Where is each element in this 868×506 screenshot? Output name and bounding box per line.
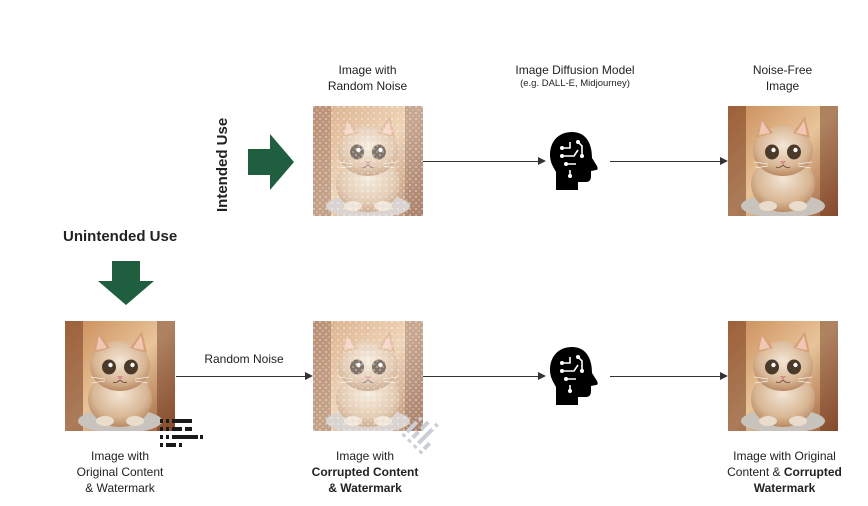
caption-output-image: Image with Original Content & Corrupted … <box>712 448 857 496</box>
clean-cat-image-top <box>728 106 838 216</box>
caption-line: & Watermark <box>85 481 155 495</box>
caption-corrupted-image: Image with Corrupted Content & Watermark <box>295 448 435 496</box>
arrow-line <box>610 376 720 377</box>
caption-line: Image Diffusion Model <box>515 63 635 77</box>
caption-line: Image with <box>335 449 395 463</box>
head-circuit-icon <box>550 347 598 405</box>
caption-diffusion-model: Image Diffusion Model (e.g. DALL-E, Midj… <box>490 62 660 90</box>
arrowhead <box>538 372 546 380</box>
caption-noise-free-image: Noise-Free Image <box>715 62 850 94</box>
clean-cat-image-bottom <box>728 321 838 431</box>
caption-noisy-image: Image with Random Noise <box>300 62 435 94</box>
arrowhead <box>720 372 728 380</box>
arrow-down-icon <box>98 261 154 305</box>
caption-line: Content & Corrupted <box>712 464 857 480</box>
arrow-line <box>423 376 540 377</box>
arrowhead <box>305 372 313 380</box>
arrow-right-icon <box>248 134 294 190</box>
arrowhead <box>720 157 728 165</box>
caption-line: Image <box>765 79 800 93</box>
arrowhead <box>538 157 546 165</box>
original-cat-image <box>65 321 175 431</box>
head-circuit-icon <box>550 132 598 190</box>
caption-line: Noise-Free <box>752 63 813 77</box>
random-noise-label: Random Noise <box>204 352 284 366</box>
arrow-line <box>610 161 720 162</box>
corrupted-cat-image <box>313 321 423 431</box>
caption-line: Corrupted Content <box>311 465 419 479</box>
caption-line: Original Content <box>76 465 164 479</box>
caption-line: Watermark <box>753 481 816 495</box>
arrow-line <box>176 376 306 377</box>
caption-original-image: Image with Original Content & Watermark <box>55 448 185 496</box>
caption-line: & Watermark <box>328 481 402 495</box>
caption-bold-text: Corrupted <box>783 465 842 479</box>
corrupted-watermark-icon <box>401 416 439 455</box>
caption-line: Image with <box>338 63 397 77</box>
intended-use-label: Intended Use <box>214 117 231 212</box>
caption-subline: (e.g. DALL-E, Midjourney) <box>520 78 630 89</box>
watermark-icon <box>160 419 203 447</box>
caption-line: Image with <box>90 449 150 463</box>
caption-line: Image with Original <box>733 449 836 463</box>
noisy-cat-image <box>313 106 423 216</box>
caption-line: Random Noise <box>327 79 408 93</box>
caption-text: Content & <box>727 465 784 479</box>
arrow-line <box>423 161 540 162</box>
unintended-use-heading: Unintended Use <box>63 228 178 245</box>
